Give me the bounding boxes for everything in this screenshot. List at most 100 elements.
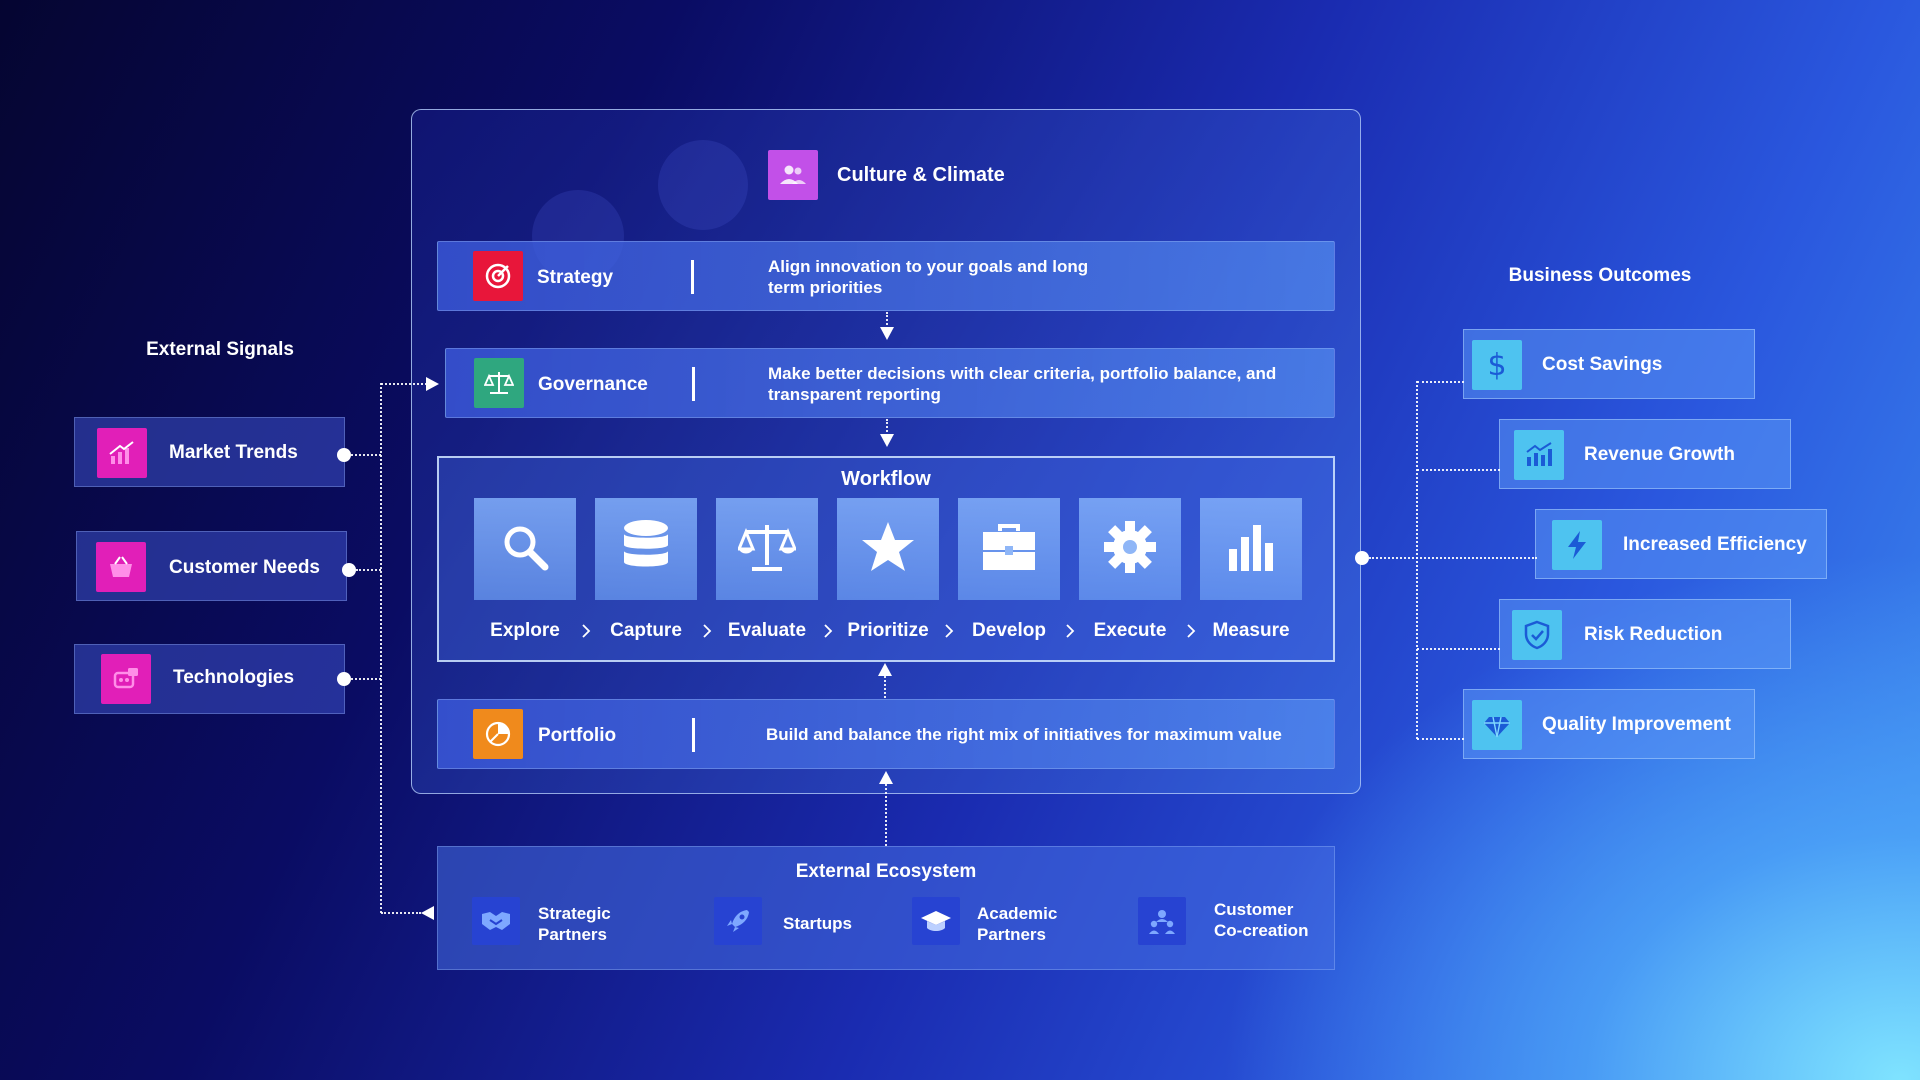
star-icon bbox=[860, 520, 916, 579]
connector-line bbox=[1417, 381, 1464, 383]
chevron-right-icon bbox=[1186, 623, 1196, 644]
workflow-step-develop-tile[interactable] bbox=[958, 498, 1060, 600]
chevron-right-icon bbox=[823, 623, 833, 644]
connector-line bbox=[886, 312, 888, 332]
outcome-label: Risk Reduction bbox=[1584, 624, 1723, 645]
scales-icon bbox=[474, 358, 524, 408]
connector-dot bbox=[1355, 551, 1369, 565]
connector-line bbox=[1417, 648, 1500, 650]
external-ecosystem-title: External Ecosystem bbox=[795, 861, 977, 882]
outcome-label: Increased Efficiency bbox=[1623, 534, 1807, 555]
workflow-step-label: Explore bbox=[490, 620, 560, 641]
innovation-framework-panel bbox=[411, 109, 1361, 794]
gear-icon bbox=[1101, 518, 1159, 581]
chevron-right-icon bbox=[1065, 623, 1075, 644]
culture-climate-title: Culture & Climate bbox=[837, 164, 1005, 186]
ecosystem-item-label: Strategic Partners bbox=[538, 904, 611, 944]
connector-line bbox=[380, 383, 382, 913]
workflow-step-explore-tile[interactable] bbox=[474, 498, 576, 600]
arrow-left-icon bbox=[421, 906, 434, 920]
governance-description: Make better decisions with clear criteri… bbox=[768, 364, 1277, 404]
connector-dot bbox=[337, 672, 351, 686]
team-icon bbox=[1138, 897, 1186, 945]
ecosystem-item-label: Customer Co-creation bbox=[1214, 900, 1309, 940]
workflow-title: Workflow bbox=[841, 468, 931, 490]
workflow-step-label: Execute bbox=[1093, 620, 1167, 641]
search-icon bbox=[497, 519, 553, 580]
chevron-right-icon bbox=[944, 623, 954, 644]
arrow-up-icon bbox=[878, 663, 892, 676]
external-signals-title: External Signals bbox=[146, 339, 294, 360]
business-outcomes-title: Business Outcomes bbox=[1508, 265, 1692, 286]
connector-line bbox=[1416, 381, 1418, 739]
divider bbox=[692, 367, 695, 401]
ecosystem-item-label: Startups bbox=[783, 914, 852, 933]
workflow-step-label: Capture bbox=[610, 620, 682, 641]
database-icon bbox=[620, 518, 672, 581]
strategy-description: Align innovation to your goals and long … bbox=[768, 257, 1089, 297]
connector-line bbox=[381, 383, 427, 385]
arrow-up-icon bbox=[879, 771, 893, 784]
workflow-step-execute-tile[interactable] bbox=[1079, 498, 1181, 600]
connector-dot bbox=[337, 448, 351, 462]
governance-title: Governance bbox=[538, 374, 648, 395]
signal-item-customer-needs: Customer Needs bbox=[76, 531, 347, 601]
connector-line bbox=[1369, 557, 1537, 559]
connector-line bbox=[884, 672, 886, 698]
portfolio-title: Portfolio bbox=[538, 725, 617, 746]
signal-label: Market Trends bbox=[169, 442, 298, 463]
workflow-step-label: Evaluate bbox=[727, 620, 807, 641]
handshake-icon bbox=[472, 897, 520, 945]
ecosystem-item: Customer Co-creation bbox=[1138, 897, 1328, 949]
pie-chart-icon bbox=[473, 709, 523, 759]
connector-line bbox=[886, 419, 888, 439]
outcome-item-quality-improvement: Quality Improvement bbox=[1463, 689, 1755, 759]
workflow-step-capture-tile[interactable] bbox=[595, 498, 697, 600]
connector-line bbox=[381, 912, 421, 914]
signal-item-market-trends: Market Trends bbox=[74, 417, 345, 487]
outcome-item-increased-efficiency: Increased Efficiency bbox=[1535, 509, 1827, 579]
outcome-item-cost-savings: $ Cost Savings bbox=[1463, 329, 1755, 399]
ecosystem-item: Strategic Partners bbox=[472, 897, 652, 949]
signal-label: Customer Needs bbox=[169, 557, 320, 578]
connector-line bbox=[1417, 469, 1500, 471]
divider bbox=[692, 718, 695, 752]
lightning-icon bbox=[1552, 520, 1602, 570]
signal-label: Technologies bbox=[173, 667, 295, 688]
dollar-icon: $ bbox=[1472, 340, 1522, 390]
diamond-icon bbox=[1472, 700, 1522, 750]
connector-line bbox=[351, 678, 381, 680]
chevron-right-icon bbox=[581, 623, 591, 644]
decorative-circle bbox=[658, 140, 748, 230]
connector-line bbox=[356, 569, 381, 571]
basket-icon bbox=[96, 542, 146, 592]
external-ecosystem-panel: External Ecosystem Strategic Partners St… bbox=[437, 846, 1335, 970]
governance-band: Governance Make better decisions with cl… bbox=[445, 348, 1335, 418]
connector-line bbox=[1417, 738, 1464, 740]
divider bbox=[691, 260, 694, 294]
workflow-step-measure-tile[interactable] bbox=[1200, 498, 1302, 600]
scales-icon bbox=[736, 519, 798, 580]
outcome-label: Quality Improvement bbox=[1542, 714, 1731, 735]
outcome-label: Revenue Growth bbox=[1584, 444, 1735, 465]
workflow-step-prioritize-tile[interactable] bbox=[837, 498, 939, 600]
outcome-item-revenue-growth: Revenue Growth bbox=[1499, 419, 1791, 489]
arrow-down-icon bbox=[880, 327, 894, 340]
portfolio-band: Portfolio Build and balance the right mi… bbox=[437, 699, 1335, 769]
strategy-title: Strategy bbox=[537, 267, 614, 288]
ecosystem-item: Startups bbox=[714, 897, 874, 949]
outcome-item-risk-reduction: Risk Reduction bbox=[1499, 599, 1791, 669]
workflow-step-evaluate-tile[interactable] bbox=[716, 498, 818, 600]
culture-climate-header: Culture & Climate bbox=[768, 150, 1188, 200]
connector-line bbox=[351, 454, 381, 456]
connector-line bbox=[885, 784, 887, 846]
rocket-icon bbox=[714, 897, 762, 945]
ecosystem-item: Academic Partners bbox=[912, 897, 1092, 949]
trend-icon bbox=[97, 428, 147, 478]
bar-chart-icon bbox=[1226, 521, 1276, 578]
portfolio-description: Build and balance the right mix of initi… bbox=[766, 725, 1282, 744]
briefcase-icon bbox=[980, 521, 1038, 578]
people-icon bbox=[768, 150, 818, 200]
